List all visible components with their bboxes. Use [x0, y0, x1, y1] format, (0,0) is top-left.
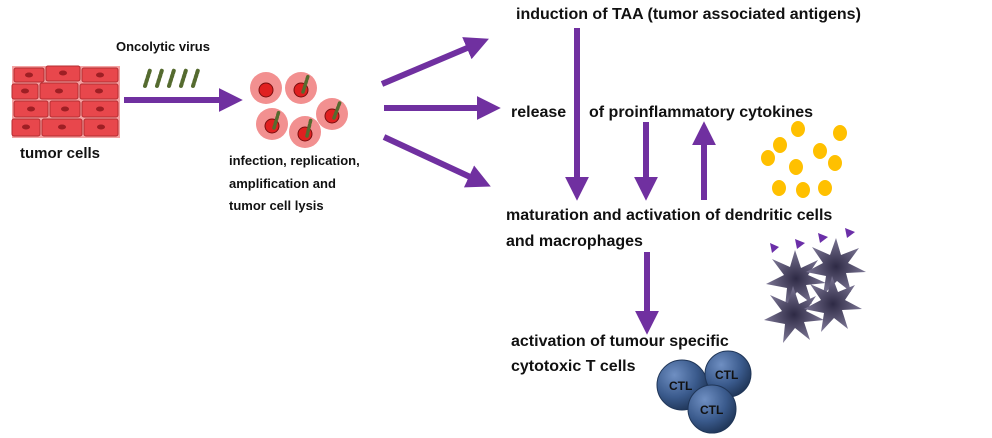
ctl-label-1: CTL: [669, 379, 692, 393]
virus-particles-icon: [143, 68, 200, 88]
tumor-cells-label: tumor cells: [20, 145, 100, 162]
ctl-label-3: CTL: [700, 403, 723, 417]
release-label: release: [511, 104, 566, 121]
infected-cells-icon: [250, 72, 348, 148]
activation-ctl-label: activation of tumour specific cytotoxic …: [511, 333, 733, 375]
oncolytic-virus-label: Oncolytic virus: [116, 39, 210, 54]
arrow-to-taa: [380, 37, 489, 87]
infection-label: infection, replication, amplification an…: [229, 153, 363, 213]
cytokines-icon: [761, 121, 847, 198]
tumor-cells-icon: [11, 65, 120, 138]
arrow-to-maturation: [382, 134, 491, 188]
proinflammatory-cytokines-label: of proinflammatory cytokines: [589, 104, 813, 121]
maturation-label: maturation and activation of dendritic c…: [506, 207, 837, 250]
ctl-label-2: CTL: [715, 368, 738, 382]
induction-taa-label: induction of TAA (tumor associated antig…: [516, 6, 861, 23]
ctl-cells-icon: CTL CTL CTL: [656, 350, 752, 434]
dendritic-cells-icon: [764, 228, 866, 343]
